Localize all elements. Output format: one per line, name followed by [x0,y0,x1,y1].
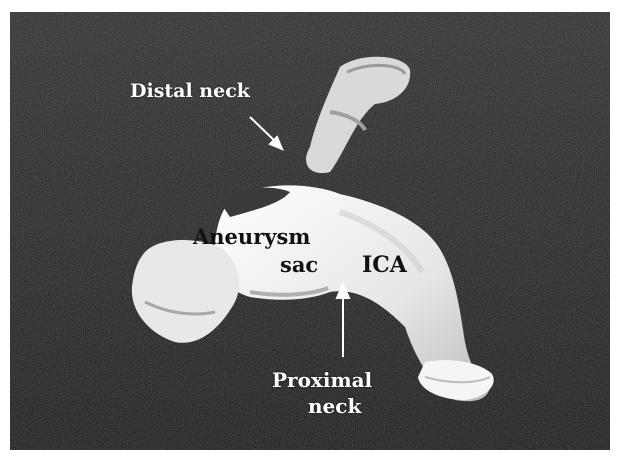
proximal-neck-label-line1: Proximal [272,368,372,392]
aneurysm-sac-label-line2: sac [280,252,318,277]
proximal-neck-label-line2: neck [308,394,361,418]
angiography-3d-render: Distal neck Aneurysm sac ICA Proximal ne… [10,12,610,450]
distal-neck-label: Distal neck [130,80,250,102]
aneurysm-sac-label-line1: Aneurysm [193,224,311,249]
ica-label: ICA [362,252,407,278]
